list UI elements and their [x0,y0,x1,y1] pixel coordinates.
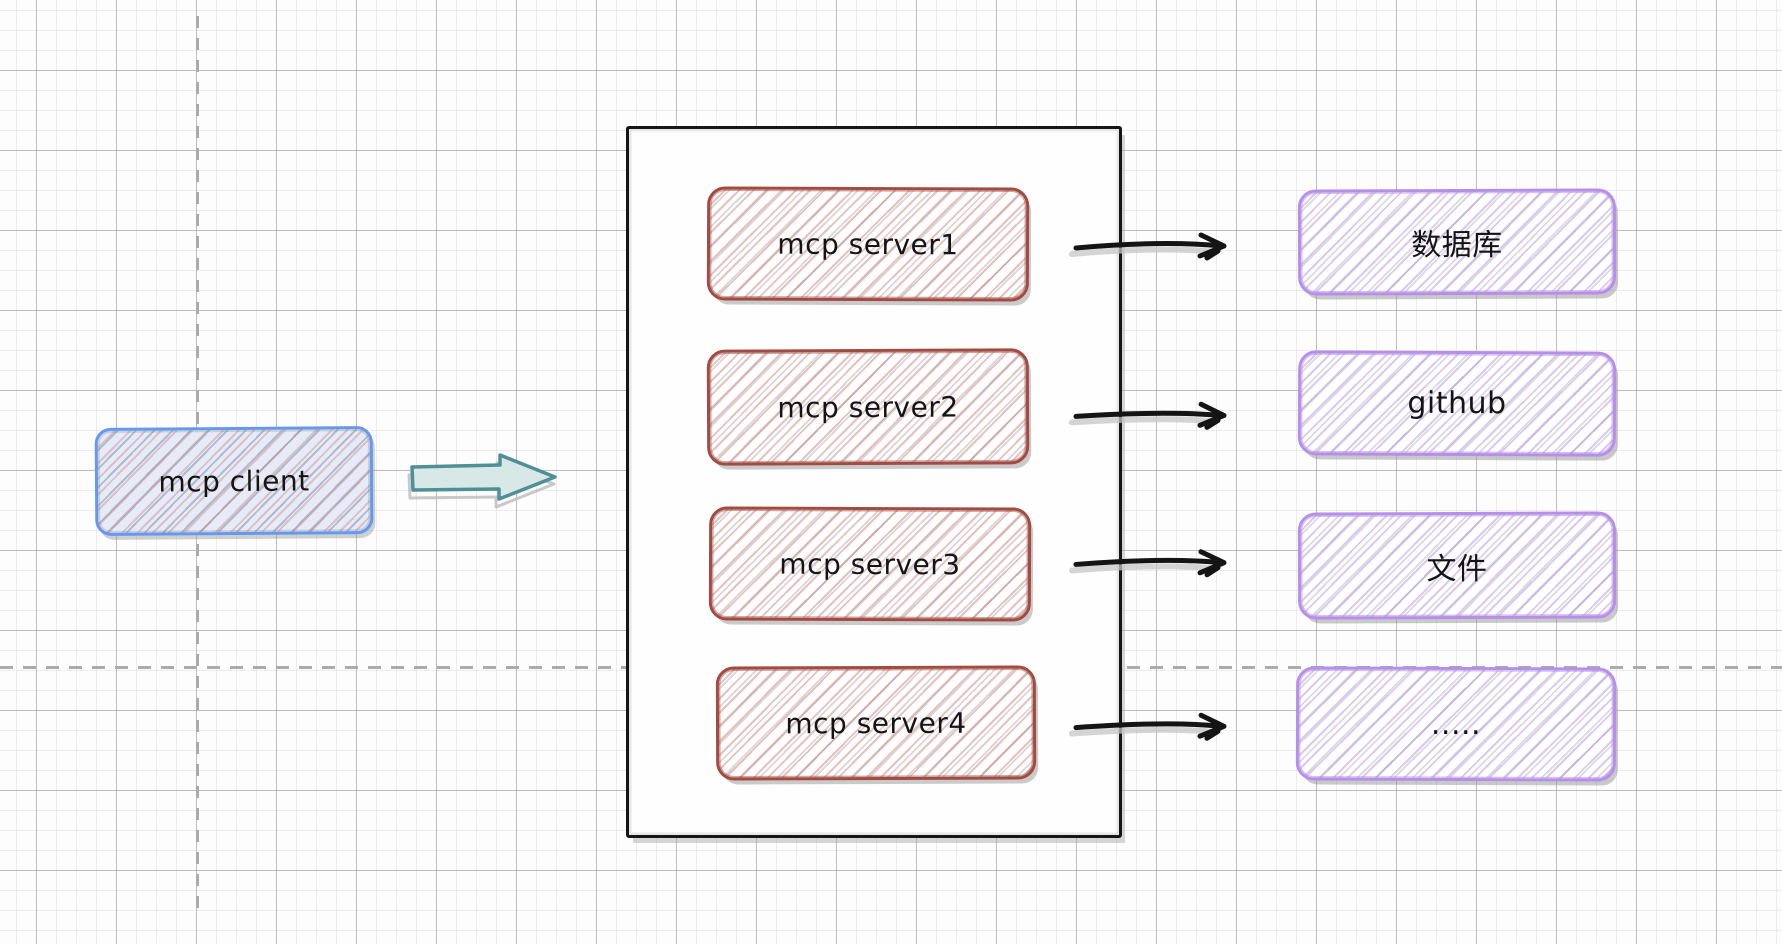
resource-file-node[interactable]: 文件 [1297,511,1617,620]
mcp-server3-node[interactable]: mcp server3 [708,506,1032,622]
resource-github-node[interactable]: github [1297,350,1617,457]
mcp-client-label: mcp client [158,463,310,499]
mcp-server1-node[interactable]: mcp server1 [706,186,1030,302]
resource-file-label: 文件 [1426,551,1488,587]
resource-others-label: ..... [1430,706,1482,742]
connector-arrow-server3-to-file-icon[interactable] [1068,543,1248,588]
connector-arrow-server4-to-others-icon[interactable] [1068,706,1248,751]
flow-block-arrow-icon[interactable] [406,450,564,509]
mcp-server1-label: mcp server1 [777,227,959,261]
connector-arrow-server2-to-github-icon[interactable] [1068,394,1248,439]
mcp-server3-label: mcp server3 [779,547,961,581]
resource-database-label: 数据库 [1411,227,1503,264]
connector-arrow-server1-to-database-icon[interactable] [1068,226,1248,270]
mcp-client-node[interactable]: mcp client [94,426,374,536]
mcp-server2-node[interactable]: mcp server2 [706,348,1030,466]
mcp-server2-label: mcp server2 [777,390,959,424]
resource-database-node[interactable]: 数据库 [1297,188,1617,296]
mcp-server4-label: mcp server4 [785,706,967,740]
resource-others-node[interactable]: ..... [1295,666,1617,782]
resource-github-label: github [1407,385,1507,422]
mcp-server4-node[interactable]: mcp server4 [715,665,1037,781]
